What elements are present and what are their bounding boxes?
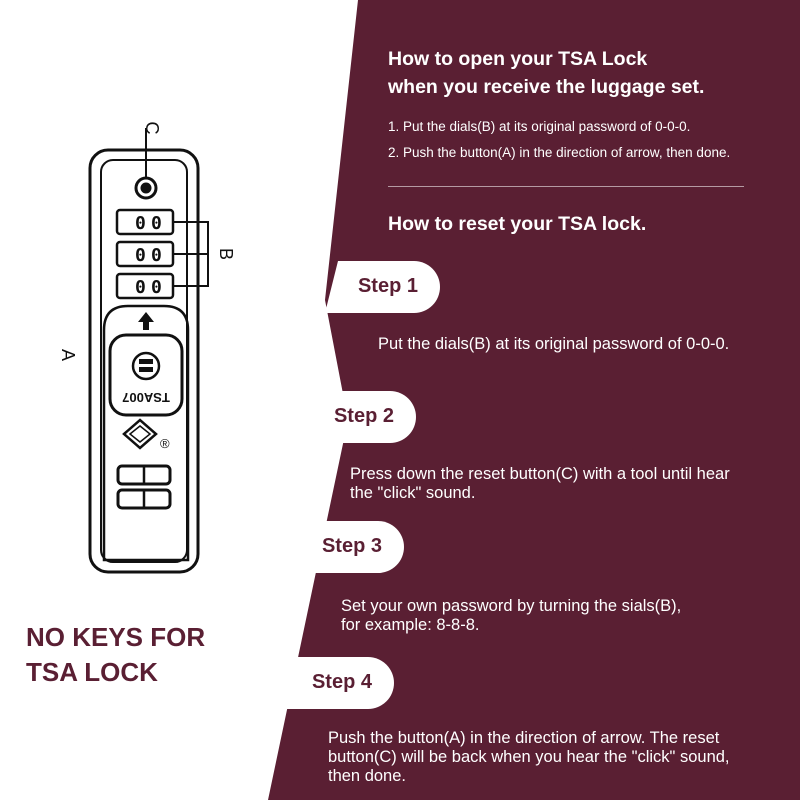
dial-1-digit-b: 0 <box>151 213 162 234</box>
step-4-text-line3: then done. <box>328 767 406 785</box>
open-item-1: 1. Put the dials(B) at its original pass… <box>388 119 691 134</box>
divider <box>388 186 744 187</box>
step-3-text-line2: for example: 8-8-8. <box>341 616 480 634</box>
step-3-label: Step 3 <box>321 535 382 557</box>
step-4-pill: Step 4 <box>272 657 394 709</box>
reset-title: How to reset your TSA lock. <box>388 213 647 235</box>
label-c: C <box>142 122 162 135</box>
model-text: TSA007 <box>122 390 170 405</box>
open-item-2: 2. Push the button(A) in the direction o… <box>388 145 731 160</box>
step-1-text-line1: Put the dials(B) at its original passwor… <box>378 335 730 353</box>
dials-b <box>115 208 175 300</box>
registered-mark: ® <box>160 436 170 451</box>
dial-3-digit-b: 0 <box>151 277 162 298</box>
arrow-up-icon <box>138 312 154 330</box>
step-4-text: Push the button(A) in the direction of a… <box>328 729 730 786</box>
diamond-logo <box>122 418 158 450</box>
step-4-text-line2: button(C) will be back when you hear the… <box>328 748 730 766</box>
push-button-a <box>102 304 190 562</box>
no-keys-line2: TSA LOCK <box>26 657 158 687</box>
step-2-text-line1: Press down the reset button(C) with a to… <box>350 465 730 483</box>
dial-1-digit: 0 <box>135 213 146 234</box>
step-3-text-line1: Set your own password by turning the sia… <box>341 597 682 615</box>
step-4-text-line1: Push the button(A) in the direction of a… <box>328 729 720 747</box>
no-keys-heading: NO KEYS FOR TSA LOCK <box>26 620 205 690</box>
dial-3-digit: 0 <box>135 277 146 298</box>
step-3-pill: Step 3 <box>284 521 404 573</box>
label-a: A <box>58 349 78 361</box>
step-2-text: Press down the reset button(C) with a to… <box>350 465 730 503</box>
step-4-label: Step 4 <box>311 671 372 693</box>
open-title: How to open your TSA Lock when you recei… <box>388 45 788 101</box>
open-title-line2: when you receive the luggage set. <box>388 76 705 98</box>
lock-body-outer <box>88 148 200 574</box>
step-2-text-line2: the "click" sound. <box>350 484 476 502</box>
step-3-text: Set your own password by turning the sia… <box>341 597 681 635</box>
dial-2-digit-b: 0 <box>151 245 162 266</box>
step-1-pill: Step 1 <box>325 261 440 313</box>
step-2-label: Step 2 <box>333 405 394 427</box>
no-keys-line1: NO KEYS FOR <box>26 622 206 652</box>
step-1-label: Step 1 <box>357 275 418 297</box>
open-title-line1: How to open your TSA Lock <box>388 48 648 70</box>
step-1-text: Put the dials(B) at its original passwor… <box>378 335 729 354</box>
step-2-pill: Step 2 <box>305 391 416 443</box>
dial-2-digit: 0 <box>135 245 146 266</box>
label-b: B <box>216 248 236 260</box>
